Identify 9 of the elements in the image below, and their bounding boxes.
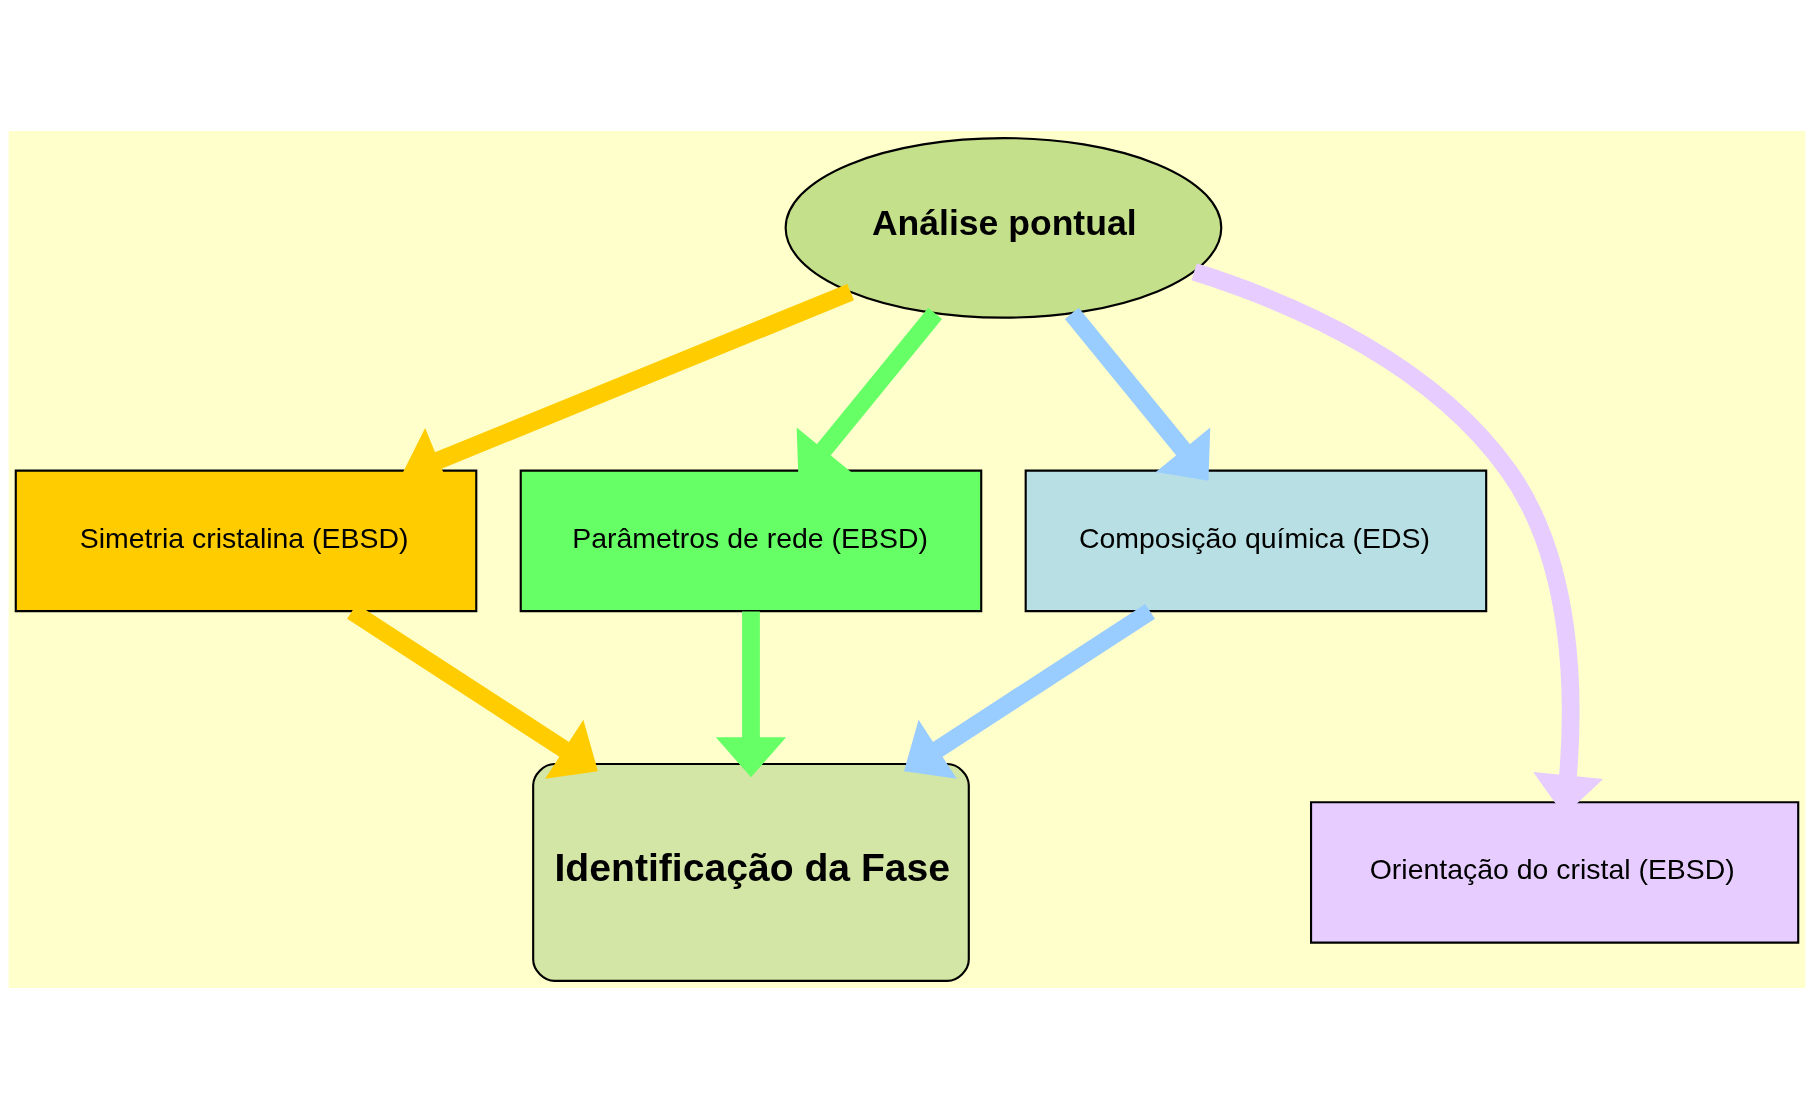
node-box: Simetria cristalina (EBSD): [14, 469, 478, 612]
arrow: [1064, 307, 1211, 481]
arrow: [715, 610, 787, 777]
node-box: Identificação da Fase: [532, 762, 970, 982]
arrow: [904, 603, 1155, 779]
node-box: Orientação do cristal (EBSD): [1310, 800, 1800, 944]
node-box: Composição química (EDS): [1024, 469, 1488, 612]
node-box: Parâmetros de rede (EBSD): [519, 469, 983, 612]
node-ellipse: Análise pontual: [784, 136, 1223, 319]
